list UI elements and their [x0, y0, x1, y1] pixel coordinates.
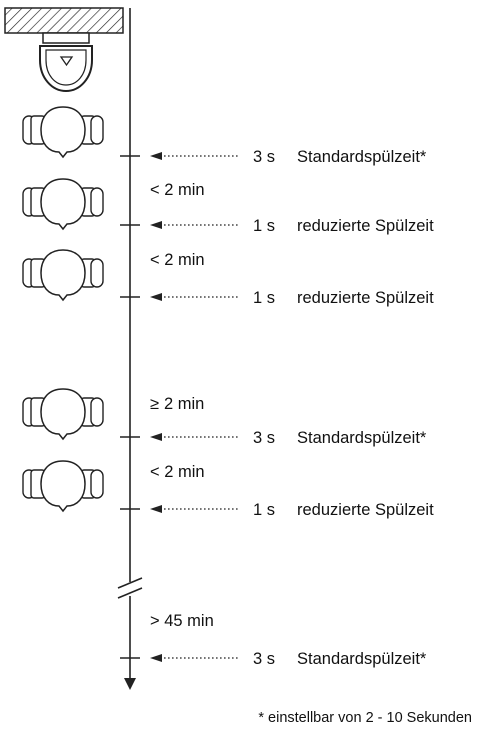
dotted-arrow-icon — [150, 433, 240, 441]
geq-symbol: ≥ — [150, 395, 159, 413]
interval-label: < 2 min — [150, 463, 205, 481]
flush-event: 3 s Standardspülzeit* — [120, 429, 427, 447]
dotted-arrow-icon — [150, 152, 240, 160]
flush-event: 1 s reduzierte Spülzeit — [120, 289, 434, 307]
dotted-arrow-icon — [150, 654, 240, 662]
flush-event: 1 s reduzierte Spülzeit — [120, 217, 434, 235]
person-topview-icon — [22, 178, 104, 230]
interval-label: 2 min — [164, 395, 204, 413]
dotted-arrow-icon — [150, 505, 240, 513]
flush-label: Standardspülzeit* — [297, 650, 427, 668]
flush-label: Standardspülzeit* — [297, 148, 427, 166]
urinal-icon — [39, 32, 93, 93]
flush-label: Standardspülzeit* — [297, 429, 427, 447]
flush-event: 3 s Standardspülzeit* — [120, 148, 427, 166]
flush-label: reduzierte Spülzeit — [297, 217, 434, 235]
interval-label: < 2 min — [150, 181, 205, 199]
flush-label: reduzierte Spülzeit — [297, 289, 434, 307]
flush-duration: 3 s — [253, 650, 275, 668]
flush-duration: 1 s — [253, 217, 275, 235]
interval-label: < 2 min — [150, 251, 205, 269]
axis-arrow-head — [124, 678, 136, 690]
person-topview-icon — [22, 106, 104, 158]
flush-duration: 3 s — [253, 148, 275, 166]
person-topview-icon — [22, 249, 104, 301]
flush-duration: 1 s — [253, 289, 275, 307]
hatched-wall-icon — [4, 7, 124, 34]
person-topview-icon — [22, 460, 104, 512]
flush-duration: 3 s — [253, 429, 275, 447]
dotted-arrow-icon — [150, 293, 240, 301]
person-topview-icon — [22, 388, 104, 440]
flush-label: reduzierte Spülzeit — [297, 501, 434, 519]
interval-label: > 45 min — [150, 612, 214, 630]
flush-event: 3 s Standardspülzeit* — [120, 650, 427, 668]
dotted-arrow-icon — [150, 221, 240, 229]
axis-break-icon — [117, 577, 143, 599]
footnote: * einstellbar von 2 - 10 Sekunden — [258, 710, 472, 726]
interval-label-geq: ≥ 2 min — [150, 395, 204, 413]
flush-duration: 1 s — [253, 501, 275, 519]
flush-event: 1 s reduzierte Spülzeit — [120, 501, 434, 519]
